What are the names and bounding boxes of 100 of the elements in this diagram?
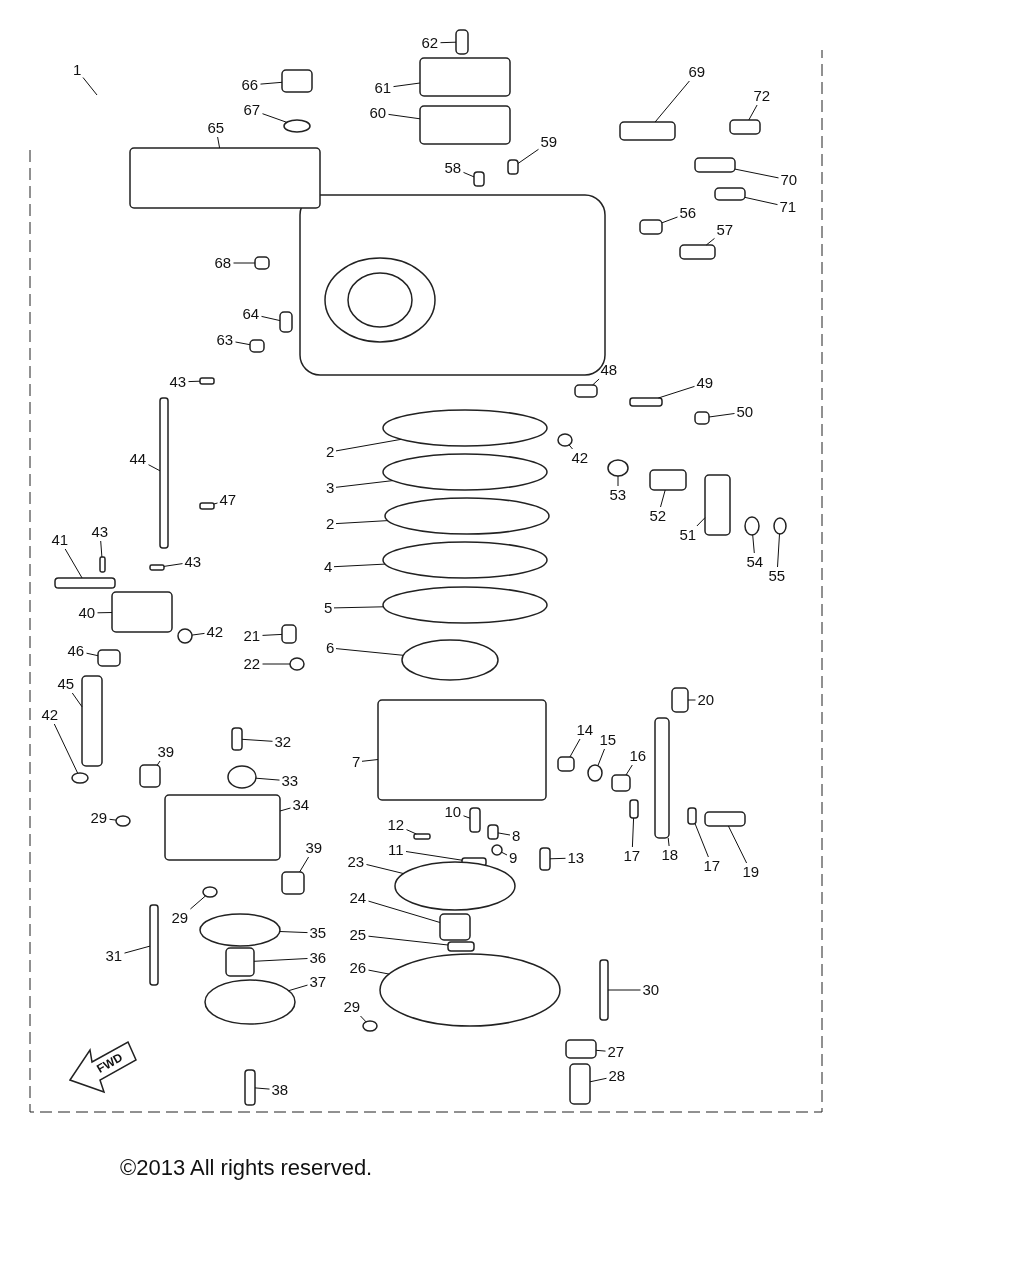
leader-line <box>617 475 619 487</box>
part-drawing <box>289 657 305 671</box>
part-drawing <box>249 339 265 353</box>
callout-number: 21 <box>243 628 261 644</box>
leader-line <box>497 832 511 836</box>
callout-number: 59 <box>540 134 558 150</box>
callout-number: 57 <box>716 222 734 238</box>
callout-number: 71 <box>779 199 797 215</box>
leader-line <box>233 262 256 264</box>
part-drawing <box>694 411 710 425</box>
callout-number: 72 <box>753 88 771 104</box>
leader-line <box>279 807 291 812</box>
callout-number: 13 <box>567 850 585 866</box>
part-drawing <box>587 764 603 782</box>
part-drawing <box>607 459 629 477</box>
callout-number: 7 <box>352 754 361 770</box>
part-drawing <box>654 717 670 839</box>
callout-number: 14 <box>576 722 594 738</box>
callout-number: 63 <box>216 332 234 348</box>
callout-number: 53 <box>609 487 627 503</box>
part-drawing <box>382 541 548 579</box>
part-drawing <box>202 886 218 898</box>
callout-number: 47 <box>219 492 237 508</box>
leader-line <box>213 502 218 505</box>
leader-line <box>262 663 291 665</box>
leader-line <box>748 104 758 121</box>
callout-number: 43 <box>184 554 202 570</box>
part-drawing <box>394 861 516 911</box>
leader-line <box>549 857 566 860</box>
callout-number: 11 <box>388 842 404 858</box>
part-drawing <box>629 799 639 819</box>
part-drawing <box>199 502 215 510</box>
part-drawing <box>97 649 121 667</box>
leader-line <box>97 612 113 614</box>
leader-line <box>53 723 79 774</box>
part-drawing <box>507 159 519 175</box>
callout-number: 58 <box>444 160 462 176</box>
part-drawing <box>565 1039 597 1059</box>
leader-line <box>241 738 273 742</box>
leader-line <box>109 818 117 821</box>
part-drawing <box>687 807 697 825</box>
callout-number: 16 <box>629 748 647 764</box>
leader-line <box>405 851 463 861</box>
callout-number: 42 <box>41 707 59 723</box>
callout-number: 5 <box>324 600 333 616</box>
part-drawing <box>491 844 503 856</box>
part-drawing <box>382 453 548 491</box>
copyright-caption: ©2013 All rights reserved. <box>120 1155 373 1181</box>
part-drawing <box>225 947 255 977</box>
callout-number: 30 <box>642 982 660 998</box>
leader-line <box>705 237 715 246</box>
part-drawing <box>671 687 689 713</box>
leader-line <box>667 837 670 847</box>
callout-number: 29 <box>343 999 361 1015</box>
leader-line <box>463 171 475 178</box>
leader-line <box>657 385 695 399</box>
callout-number: 42 <box>206 624 224 640</box>
part-drawing <box>487 824 499 840</box>
callout-number: 31 <box>105 948 123 964</box>
leader-line <box>333 563 386 568</box>
part-drawing <box>362 1020 378 1032</box>
leader-line <box>406 829 417 835</box>
leader-line <box>279 931 308 934</box>
part-drawing <box>81 675 103 767</box>
callout-number: 39 <box>305 840 323 856</box>
part-drawing <box>744 516 760 536</box>
leader-line <box>388 113 421 120</box>
leader-line <box>625 764 633 776</box>
part-drawing <box>159 397 169 549</box>
leader-line <box>694 823 709 858</box>
callout-number: 45 <box>57 676 75 692</box>
part-drawing <box>283 119 311 133</box>
leader-line <box>71 692 83 708</box>
part-drawing <box>279 311 293 333</box>
part-drawing <box>557 756 575 772</box>
callout-number: 12 <box>387 817 405 833</box>
leader-line <box>335 480 394 488</box>
leader-line <box>727 825 748 864</box>
callout-number: 40 <box>78 605 96 621</box>
part-drawing <box>281 69 313 93</box>
part-drawing <box>382 409 548 447</box>
callout-number: 44 <box>129 451 147 467</box>
leader-line <box>163 563 183 567</box>
leader-line <box>335 648 404 656</box>
leader-line <box>260 81 283 85</box>
leader-line <box>368 969 390 975</box>
leader-line <box>288 984 308 992</box>
leader-line <box>189 895 206 910</box>
callout-number: 43 <box>169 374 187 390</box>
leader-line <box>299 856 310 873</box>
part-drawing <box>379 953 561 1027</box>
leader-line <box>463 815 471 819</box>
part-drawing <box>227 765 257 789</box>
part-drawing <box>413 833 431 840</box>
part-drawing <box>54 577 116 589</box>
part-drawing <box>419 57 511 97</box>
callout-number: 19 <box>742 864 760 880</box>
callout-number: 67 <box>243 102 261 118</box>
leader-line <box>261 315 281 322</box>
part-drawing <box>281 624 297 644</box>
